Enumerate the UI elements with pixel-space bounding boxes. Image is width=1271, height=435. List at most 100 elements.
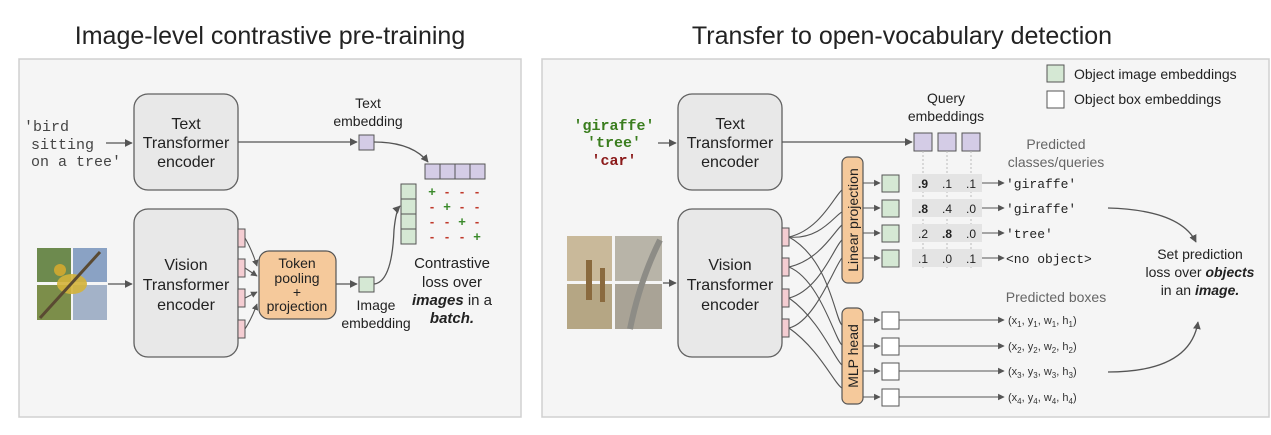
patch-token <box>781 227 790 247</box>
arrow <box>1107 321 1201 373</box>
text-input-line: 'bird <box>24 119 69 136</box>
text-embedding-token <box>358 134 375 151</box>
loss-emphasis: images <box>412 292 464 309</box>
legend-label: Object image embeddings <box>1074 66 1237 82</box>
class-score: .2 <box>918 227 928 241</box>
text-input-line: on a tree' <box>31 154 121 171</box>
legend-label: Object box embeddings <box>1074 91 1221 107</box>
legend-swatch-white <box>1046 90 1065 109</box>
patch-token <box>781 257 790 277</box>
predicted-class-label: 'tree' <box>1006 227 1053 242</box>
encoder-label: Text <box>171 116 201 133</box>
text-embedding-label: embedding <box>333 113 402 129</box>
object-box-embedding <box>881 388 900 407</box>
box-coordinates: (x2, y2, w2, h2) <box>1008 341 1077 355</box>
patch-token <box>781 288 790 308</box>
legend-swatch-green <box>1046 64 1065 83</box>
negative-pair-mark: - <box>475 199 479 214</box>
bird-image <box>37 248 107 320</box>
giraffe-image <box>567 236 663 330</box>
positive-pair-mark: + <box>443 199 451 214</box>
negative-pair-mark: - <box>460 199 464 214</box>
svg-text:loss over objects: loss over objects <box>1146 264 1255 280</box>
class-score: .4 <box>942 202 952 216</box>
image-embedding-cell <box>400 213 417 230</box>
svg-text:images in a: images in a <box>412 292 493 309</box>
right-panel-title: Transfer to open-vocabulary detection <box>692 22 1112 50</box>
predicted-class-label: 'giraffe' <box>1006 202 1076 217</box>
score-row-bg <box>912 224 982 242</box>
score-row-bg <box>912 199 982 217</box>
text-embedding-cell <box>469 163 486 180</box>
arrow <box>373 141 429 163</box>
class-score: .0 <box>966 227 976 241</box>
vision-transformer-encoder <box>133 208 239 358</box>
pooling-label: pooling <box>274 270 319 286</box>
class-score: .0 <box>942 252 952 266</box>
contrastive-matrix: +----+----+----+ <box>428 184 481 244</box>
negative-pair-mark: - <box>445 214 449 229</box>
text-input-query: 'bird sitting on a tree' <box>24 119 121 171</box>
encoder-label: Vision <box>708 257 751 274</box>
left-panel-title: Image-level contrastive pre-training <box>75 22 465 50</box>
query-embedding-cell <box>913 132 933 152</box>
text-input-line: sitting <box>31 137 94 154</box>
predicted-boxes-label: Predicted boxes <box>1006 289 1106 305</box>
text-embedding-cell <box>439 163 456 180</box>
set-loss-line: Set prediction <box>1157 246 1243 262</box>
encoder-label: Vision <box>164 257 207 274</box>
loss-emphasis: batch. <box>430 310 474 327</box>
encoder-label: encoder <box>701 297 759 314</box>
box-coordinates: (x4, y4, w4, h4) <box>1008 392 1077 406</box>
patch-token <box>781 318 790 338</box>
object-image-embedding <box>881 224 900 243</box>
encoder-label: Text <box>715 116 745 133</box>
object-box-embedding <box>881 362 900 381</box>
query-list: 'giraffe' 'tree' 'car' <box>573 118 654 170</box>
class-score: .9 <box>918 177 928 191</box>
negative-pair-mark: - <box>445 229 449 244</box>
set-loss-emphasis: objects <box>1205 264 1254 280</box>
right-panel <box>541 58 1270 418</box>
encoder-label: encoder <box>701 154 759 171</box>
negative-pair-mark: - <box>430 229 434 244</box>
svg-text:in an image.: in an image. <box>1161 282 1240 298</box>
object-box-embedding <box>881 311 900 330</box>
text-embedding-cell <box>424 163 441 180</box>
negative-pair-mark: - <box>460 229 464 244</box>
encoder-label: encoder <box>157 154 215 171</box>
patch-token <box>237 319 246 339</box>
query-guide-lines <box>922 151 972 268</box>
predicted-class-label: 'giraffe' <box>1006 177 1076 192</box>
predicted-class-label: <no object> <box>1006 252 1092 267</box>
mlp-head-label: MLP head <box>845 324 861 388</box>
class-score: .1 <box>918 252 928 266</box>
loss-line: in a <box>464 292 493 309</box>
encoder-label: Transformer <box>687 135 774 152</box>
class-score: .8 <box>942 227 952 241</box>
fanout-curves <box>788 189 843 389</box>
mlp-head <box>841 307 864 405</box>
query-embeddings-label: Query <box>927 90 965 106</box>
image-embedding-label: Image <box>357 297 396 313</box>
query-embedding-cell <box>961 132 981 152</box>
score-row-bg <box>912 249 982 267</box>
left-panel <box>18 58 522 418</box>
text-embedding-label: Text <box>355 95 381 111</box>
object-image-embedding <box>881 174 900 193</box>
class-score: .1 <box>966 252 976 266</box>
text-embedding-row <box>424 163 486 180</box>
predicted-classes-label: Predicted <box>1026 136 1085 152</box>
loss-line: Contrastive <box>414 255 490 272</box>
loss-line: loss over <box>422 274 482 291</box>
object-box-embedding <box>881 337 900 356</box>
class-score: .1 <box>966 177 976 191</box>
negative-pair-mark: - <box>475 214 479 229</box>
arrow <box>373 205 401 285</box>
token-pooling-projection <box>258 250 337 320</box>
patch-token <box>237 288 246 308</box>
query-giraffe: 'giraffe' <box>573 118 654 135</box>
object-image-embeddings <box>863 174 900 268</box>
image-embedding-cell <box>400 228 417 245</box>
